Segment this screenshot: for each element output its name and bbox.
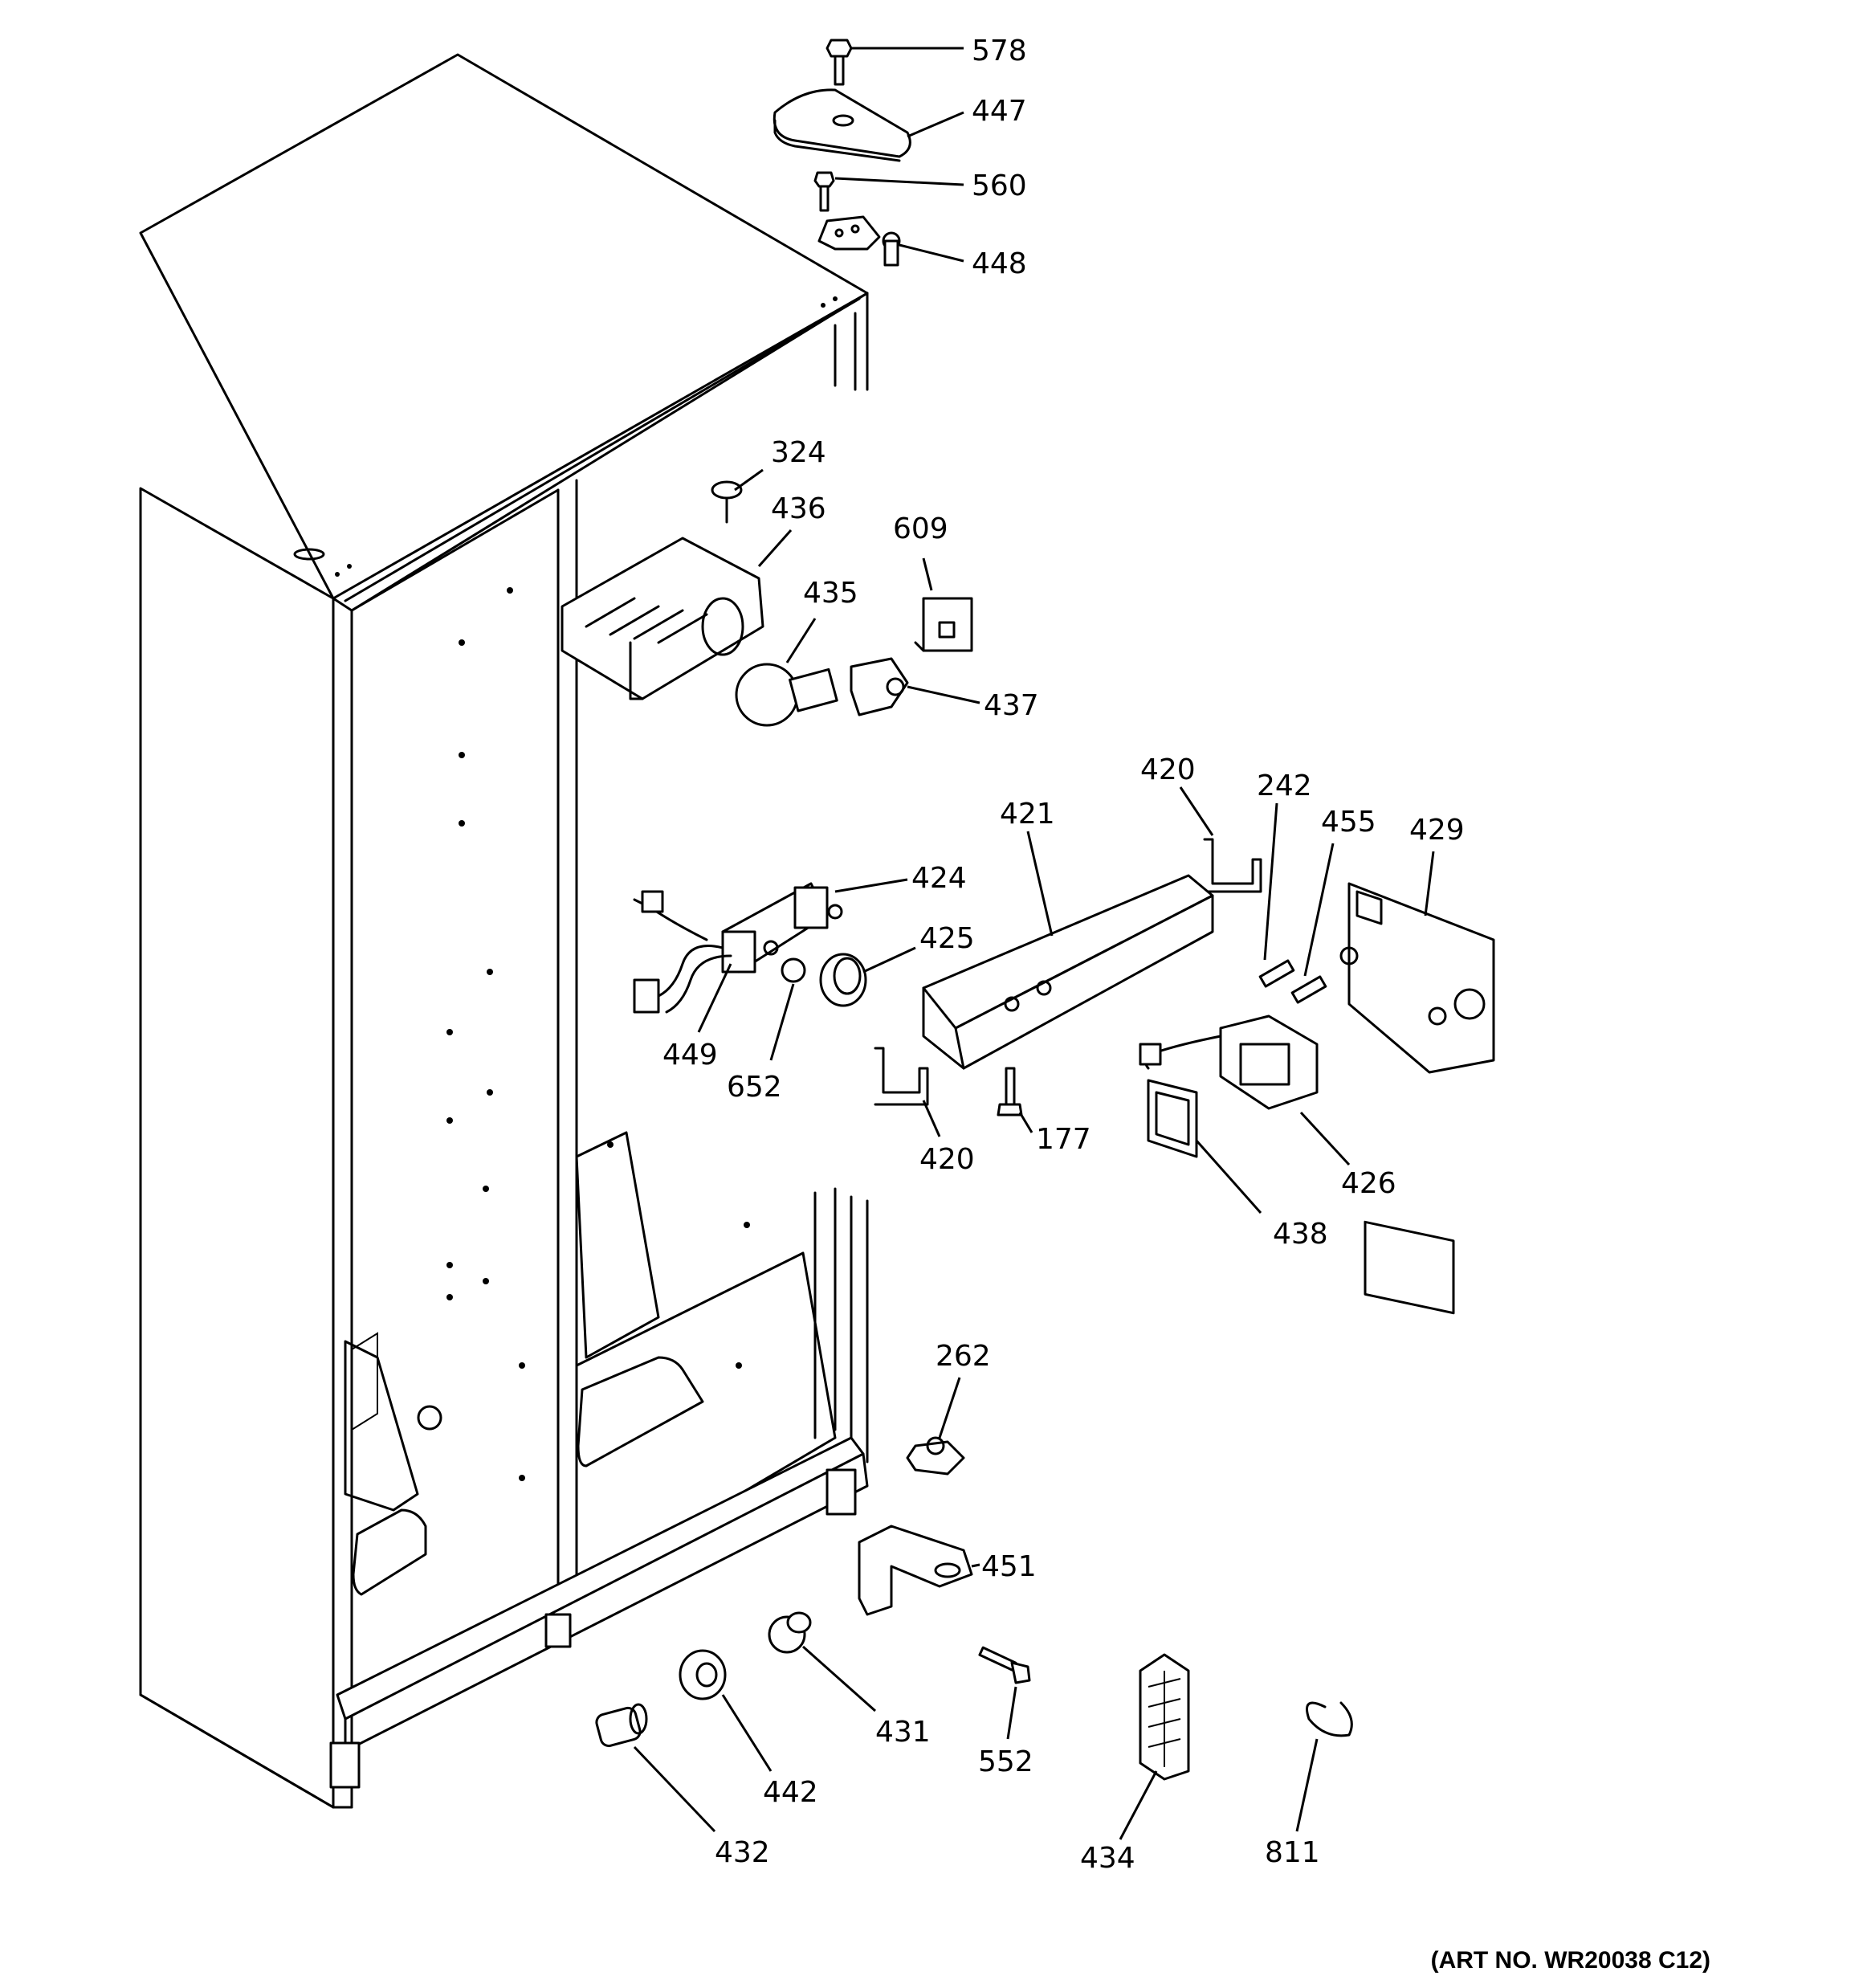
callout-447: 447 xyxy=(972,95,1027,128)
callout-429: 429 xyxy=(1409,814,1465,847)
callout-177: 177 xyxy=(1036,1123,1091,1156)
part-434-grille xyxy=(1139,1653,1190,1781)
callout-437: 437 xyxy=(984,689,1039,722)
part-432-spacer xyxy=(595,1703,648,1748)
callout-438: 438 xyxy=(1273,1218,1328,1251)
part-455-thermistor-sleeve xyxy=(1290,975,1327,1004)
part-431-bushing xyxy=(768,1611,812,1654)
callout-420-top: 420 xyxy=(1140,753,1196,786)
refrigerator-cabinet xyxy=(139,53,869,1809)
part-177-screw xyxy=(997,1067,1023,1116)
callout-560: 560 xyxy=(972,169,1027,202)
callout-421: 421 xyxy=(1000,798,1055,831)
callout-420-bottom: 420 xyxy=(919,1143,975,1176)
callout-432: 432 xyxy=(715,1836,770,1869)
part-421-control-housing xyxy=(922,874,1214,1070)
callout-448: 448 xyxy=(972,247,1027,280)
part-578-screw xyxy=(826,39,853,86)
part-438-damper-seal xyxy=(1147,1079,1198,1158)
part-811-clip xyxy=(1306,1701,1353,1737)
part-448-hinge xyxy=(817,215,901,267)
part-609-switch xyxy=(914,597,973,652)
part-324-screw xyxy=(711,480,743,524)
part-652-shaft-sleeve xyxy=(781,957,806,983)
callout-552: 552 xyxy=(978,1745,1033,1778)
callout-324: 324 xyxy=(771,436,826,469)
callout-811: 811 xyxy=(1265,1836,1320,1869)
part-424-control-board xyxy=(633,882,843,1014)
part-435-light-bulb xyxy=(735,663,838,727)
callout-424: 424 xyxy=(911,862,967,895)
part-242-thermistor xyxy=(1258,959,1295,988)
leader-lines xyxy=(633,47,1435,1840)
part-451-bottom-hinge xyxy=(858,1525,973,1616)
part-447-hinge-cover xyxy=(773,88,911,162)
callout-449: 449 xyxy=(662,1039,718,1072)
part-560-screw xyxy=(813,171,835,212)
callout-262: 262 xyxy=(936,1340,991,1373)
callout-578: 578 xyxy=(972,35,1027,67)
callout-242: 242 xyxy=(1257,769,1312,802)
part-426-damper xyxy=(1139,1014,1319,1110)
callout-431: 431 xyxy=(875,1716,931,1749)
callout-442: 442 xyxy=(763,1776,818,1809)
part-425-knob xyxy=(819,953,867,1007)
part-420-bracket-bottom xyxy=(874,1047,929,1106)
callout-455: 455 xyxy=(1321,806,1376,839)
part-429-duct-housing xyxy=(1339,882,1495,1315)
part-420-bracket-top xyxy=(1203,838,1262,893)
callout-426: 426 xyxy=(1341,1167,1396,1200)
part-437-light-socket xyxy=(850,657,909,716)
callout-434: 434 xyxy=(1080,1842,1135,1875)
callout-451: 451 xyxy=(981,1550,1037,1583)
callout-652: 652 xyxy=(727,1071,782,1104)
callout-435: 435 xyxy=(803,577,858,610)
part-436-light-shield xyxy=(561,537,764,700)
callout-609: 609 xyxy=(893,512,948,545)
callout-436: 436 xyxy=(771,492,826,525)
part-262-cam xyxy=(906,1436,965,1476)
callout-425: 425 xyxy=(919,922,975,955)
art-number: (ART NO. WR20038 C12) xyxy=(1431,1947,1710,1974)
part-442-washer xyxy=(679,1649,727,1700)
part-552-screw xyxy=(978,1646,1031,1684)
